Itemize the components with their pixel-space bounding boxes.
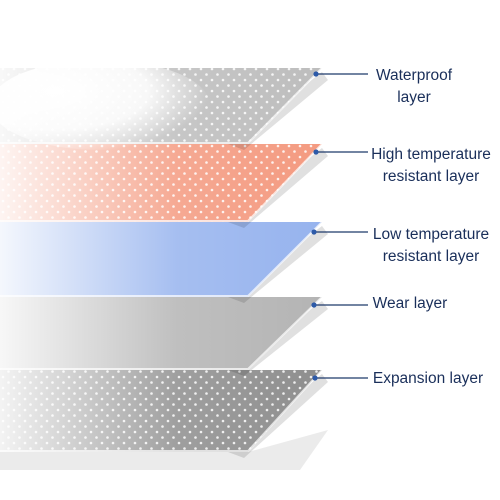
leader-marker-wear: [311, 302, 317, 308]
leader-marker-expansion: [312, 375, 318, 381]
label-line: Expansion layer: [372, 370, 484, 387]
label-high-temp: High temperature resistant layer: [371, 144, 491, 188]
layer-expansion: [0, 369, 328, 458]
label-waterproof: Waterproof layer: [376, 65, 452, 109]
layer-fade: [0, 370, 322, 452]
label-line: Wear layer: [372, 295, 448, 312]
layer-wear: [0, 296, 328, 376]
leader-marker-low-temp: [311, 229, 317, 235]
leader-marker-high-temp: [313, 149, 319, 155]
layer-fade: [0, 144, 322, 222]
layer-fade: [0, 297, 322, 370]
label-line: High temperature: [371, 146, 491, 163]
label-expansion: Expansion layer: [373, 368, 483, 390]
label-low-temp: Low temperature resistant layer: [373, 224, 489, 268]
stack-floor-shadow: [0, 430, 328, 470]
label-line: layer: [397, 89, 431, 106]
label-line: Waterproof: [375, 67, 453, 84]
layer-waterproof: [0, 60, 328, 150]
label-line: Low temperature: [372, 226, 490, 243]
leader-marker-waterproof: [313, 71, 319, 77]
layer-low-temp: [0, 221, 328, 303]
layer-high-temp: [0, 143, 328, 228]
label-line: resistant layer: [382, 248, 480, 265]
label-line: resistant layer: [382, 168, 480, 185]
label-wear: Wear layer: [373, 293, 448, 315]
layer-fade: [0, 222, 322, 297]
light-glare: [0, 60, 210, 150]
